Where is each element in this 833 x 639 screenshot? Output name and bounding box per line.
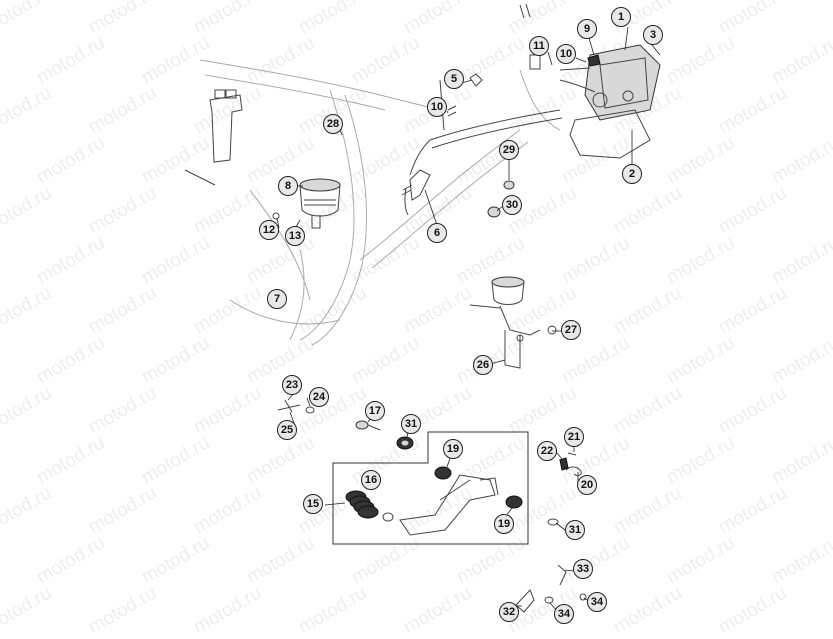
callout-7[interactable]: 7 — [267, 289, 287, 309]
callout-22[interactable]: 22 — [537, 441, 557, 461]
brake-line — [409, 73, 563, 176]
callout-21[interactable]: 21 — [564, 427, 584, 447]
callout-32[interactable]: 32 — [499, 602, 519, 622]
callout-33[interactable]: 33 — [573, 559, 593, 579]
callout-26[interactable]: 26 — [473, 355, 493, 375]
callout-8[interactable]: 8 — [278, 176, 298, 196]
callout-16[interactable]: 16 — [361, 470, 381, 490]
brake-caliper-assembly — [519, 3, 661, 159]
callout-20[interactable]: 20 — [577, 475, 597, 495]
callout-15[interactable]: 15 — [303, 494, 323, 514]
callout-1[interactable]: 1 — [611, 7, 631, 27]
callout-29[interactable]: 29 — [499, 140, 519, 160]
callout-34-right[interactable]: 34 — [587, 592, 607, 612]
pedal-assembly-box — [332, 431, 529, 545]
master-cylinder — [401, 169, 557, 369]
callout-11[interactable]: 11 — [529, 36, 549, 56]
nut-parts — [487, 180, 515, 218]
callout-2[interactable]: 2 — [622, 164, 642, 184]
callout-31-bottom[interactable]: 31 — [565, 520, 585, 540]
callout-9[interactable]: 9 — [577, 19, 597, 39]
clips — [515, 564, 587, 613]
callout-10-top[interactable]: 10 — [556, 44, 576, 64]
callout-23[interactable]: 23 — [282, 375, 302, 395]
exploded-view-drawing — [184, 3, 661, 613]
callout-25[interactable]: 25 — [277, 420, 297, 440]
callout-6[interactable]: 6 — [427, 223, 447, 243]
callout-5[interactable]: 5 — [444, 69, 464, 89]
bolt-set — [277, 399, 315, 414]
callout-19-bottom[interactable]: 19 — [494, 514, 514, 534]
bushing — [355, 420, 381, 431]
callout-17[interactable]: 17 — [365, 401, 385, 421]
callout-27[interactable]: 27 — [561, 320, 581, 340]
frame-outline — [199, 59, 561, 346]
callout-28[interactable]: 28 — [323, 114, 343, 134]
callout-10-mid[interactable]: 10 — [427, 97, 447, 117]
callout-13[interactable]: 13 — [285, 226, 305, 246]
callout-31-top[interactable]: 31 — [401, 414, 421, 434]
brake-fluid-reservoir — [272, 178, 341, 229]
callout-30[interactable]: 30 — [502, 195, 522, 215]
callout-19-top[interactable]: 19 — [443, 439, 463, 459]
callout-12[interactable]: 12 — [259, 220, 279, 240]
footpeg-bracket — [184, 89, 243, 186]
callout-3[interactable]: 3 — [643, 25, 663, 45]
washer-bottom — [547, 518, 559, 526]
callout-24[interactable]: 24 — [309, 387, 329, 407]
callout-34-left[interactable]: 34 — [554, 604, 574, 624]
pedal-spring — [345, 490, 394, 522]
